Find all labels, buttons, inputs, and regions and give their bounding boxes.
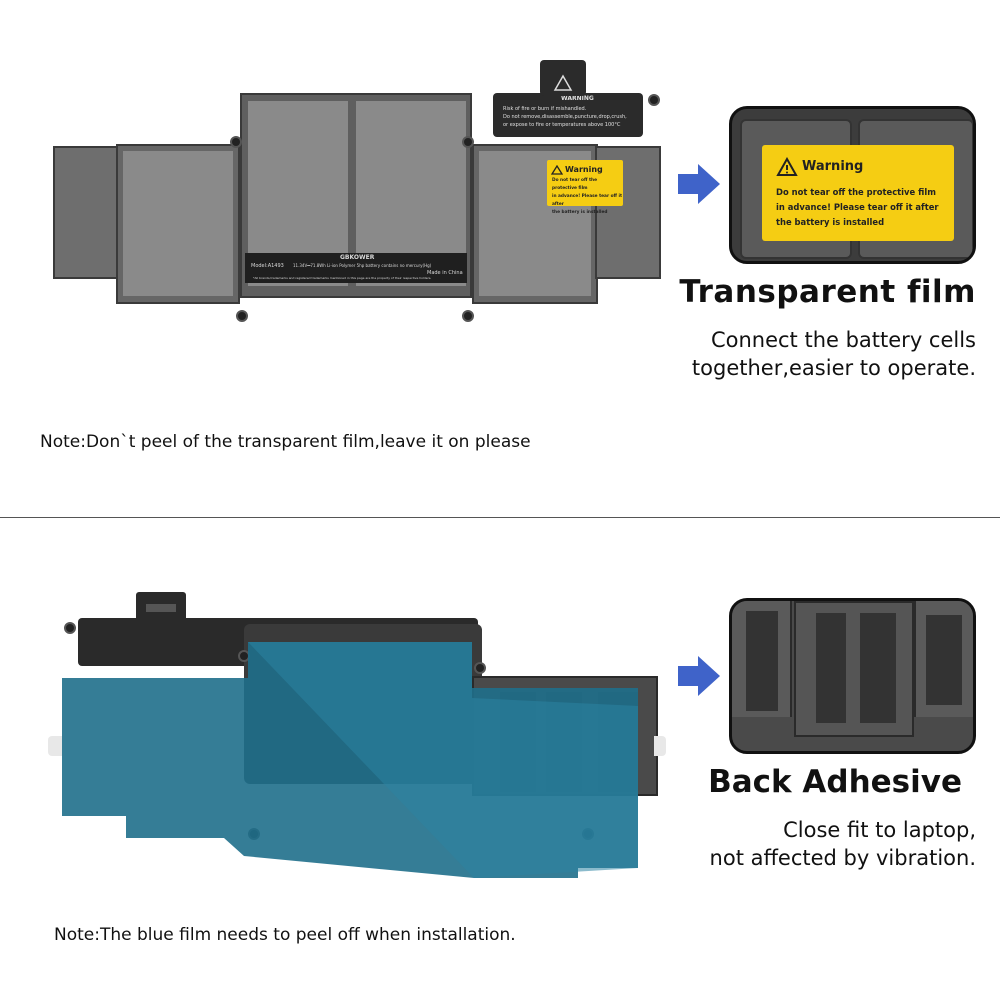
- battery-origin: Made in China: [427, 270, 463, 276]
- section-divider: [0, 517, 1000, 518]
- battery-spec: 11.34V⎓71.8Wh Li-ion Polymer 5hp battery…: [293, 263, 432, 268]
- mount-tab: [648, 94, 660, 106]
- warning-flap-line1: Risk of fire or burn if mishandled.: [503, 106, 587, 112]
- battery-cell-left: [116, 144, 240, 304]
- zoom-sticker-body: Do not tear off the protective film in a…: [776, 187, 939, 227]
- battery-sticker-body: Do not tear off the protective film in a…: [552, 178, 623, 215]
- back-adhesive-subtext-1: Close fit to laptop,: [783, 818, 976, 842]
- zoom-back-adhesive: [729, 598, 976, 754]
- arrow-right-icon: [678, 164, 720, 204]
- blue-protective-film: [62, 642, 638, 878]
- warning-flap-title: WARNING: [561, 95, 594, 102]
- zoom-warning-sticker: Warning Do not tear off the protective f…: [762, 145, 954, 241]
- film-pull-tab: [48, 736, 62, 756]
- warning-flap-connector: [540, 60, 586, 96]
- top-battery-image: GBKOWER Model:A1493 11.34V⎓71.8Wh Li-ion…: [50, 58, 665, 328]
- battery-label: GBKOWER Model:A1493 11.34V⎓71.8Wh Li-ion…: [245, 253, 467, 283]
- battery-warning-sticker: Warning Do not tear off the protective f…: [547, 160, 623, 215]
- arrow-right-icon: [678, 656, 720, 696]
- heading-back-adhesive: Back Adhesive: [708, 764, 962, 800]
- mount-tab: [230, 136, 242, 148]
- warning-flap-line3: or expose to fire or temperatures above …: [503, 122, 621, 128]
- bottom-battery-image: [48, 588, 668, 878]
- battery-footer: *All brands,trademarks and registered tr…: [253, 276, 432, 280]
- mount-tab: [236, 310, 248, 322]
- warning-triangle-icon: [776, 157, 798, 176]
- film-pull-tab: [654, 736, 666, 756]
- zoom-sticker-title: Warning: [802, 159, 864, 174]
- back-adhesive-subtext-2: not affected by vibration.: [709, 846, 976, 870]
- battery-cell-outer-left: [53, 146, 119, 279]
- warning-triangle-icon: [551, 165, 563, 175]
- warning-triangle-icon: [553, 74, 573, 91]
- transparent-film-subtext-2: together,easier to operate.: [691, 356, 976, 380]
- heading-transparent-film: Transparent film: [679, 274, 976, 310]
- zoom-transparent-film: Warning Do not tear off the protective f…: [729, 106, 976, 264]
- battery-brand: GBKOWER: [340, 254, 375, 261]
- battery-sticker-title: Warning: [565, 165, 603, 174]
- note-top: Note:Don`t peel of the transparent film,…: [40, 432, 531, 452]
- mount-tab: [462, 310, 474, 322]
- warning-flap-line2: Do not remove,disassemble,puncture,drop,…: [503, 114, 627, 120]
- battery-model: Model:A1493: [251, 263, 284, 269]
- mount-tab: [462, 136, 474, 148]
- mount-tab: [64, 622, 76, 634]
- transparent-film-subtext-1: Connect the battery cells: [710, 328, 976, 352]
- note-bottom: Note:The blue film needs to peel off whe…: [54, 925, 516, 945]
- warning-flap: WARNING Risk of fire or burn if mishandl…: [493, 93, 643, 137]
- mount-tab: [474, 662, 486, 674]
